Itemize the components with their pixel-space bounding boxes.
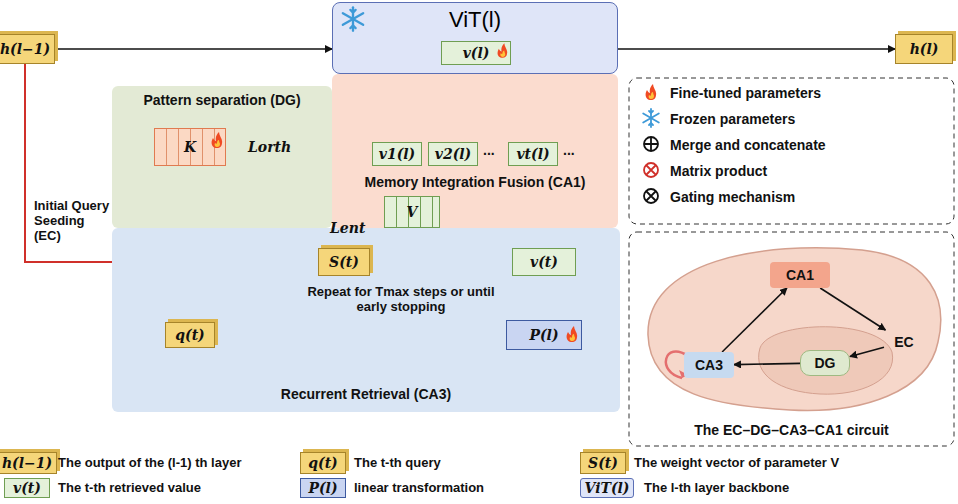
- query-cube: q(t): [165, 322, 215, 348]
- legend-text: The t-th retrieved value: [58, 480, 201, 495]
- region-panel: Recurrent Retrieval (CA3) S(t) v(t) P(l) q(t…: [112, 228, 620, 412]
- circuit-frame: [629, 232, 954, 446]
- node-label: v(l): [463, 45, 490, 61]
- ellipsis: ...: [483, 142, 495, 158]
- region-tag: CA1: [770, 262, 830, 288]
- legend-text: The t-th query: [354, 455, 441, 470]
- legend-sample: h(l−1): [0, 452, 57, 474]
- node-label: ViT(l): [449, 7, 501, 33]
- key-matrix: K: [154, 128, 226, 166]
- value-box: v2(l): [428, 142, 478, 166]
- node-label: v(t): [13, 480, 41, 496]
- snowflake-icon: [643, 109, 659, 127]
- legend-text: Merge and concatenate: [670, 137, 826, 153]
- node-label: S(t): [588, 455, 618, 471]
- node-label: h(l−1): [0, 41, 50, 57]
- region-tag: DG: [800, 350, 850, 376]
- projection-box: P(l): [506, 320, 582, 350]
- value-matrix: V: [384, 196, 440, 228]
- node-label: P(l): [529, 327, 558, 343]
- legend-frame: [629, 78, 954, 224]
- connector: [55, 48, 332, 50]
- circuit-caption: The EC–DG–CA3–CA1 circuit: [629, 422, 954, 438]
- node-label: q(t): [308, 455, 338, 471]
- legend-sample: ViT(l): [580, 478, 635, 498]
- loop-note: Repeat for Tmax steps or until early sto…: [296, 284, 506, 314]
- value-box: v(t): [512, 248, 576, 276]
- node-label: V: [407, 204, 418, 220]
- node-label: CA3: [695, 357, 723, 373]
- dentate-region: [759, 327, 893, 394]
- legend-text: linear transformation: [354, 480, 484, 495]
- region-panel: Pattern separation (DG) K: [112, 86, 332, 228]
- region-tag: EC: [884, 330, 924, 354]
- node-label: S(t): [329, 254, 359, 270]
- node-label: K: [184, 139, 196, 155]
- legend-sample: P(l): [300, 478, 346, 498]
- legend-sample: v(t): [4, 478, 50, 498]
- node-label: q(t): [175, 327, 205, 343]
- ellipsis: ...: [563, 142, 575, 158]
- legend-text: Frozen parameters: [670, 111, 795, 127]
- legend-text: Fine-tuned parameters: [670, 85, 821, 101]
- side-note: Initial Query Seeding (EC): [34, 198, 110, 243]
- matrix-icon: [644, 163, 658, 177]
- connector: [734, 363, 800, 364]
- connector: [618, 48, 895, 50]
- gating-icon: [644, 189, 658, 203]
- flame-icon: [646, 84, 657, 100]
- node-label: v(t): [530, 254, 558, 270]
- legend-text: Gating mechanism: [670, 189, 795, 205]
- connector: [820, 288, 885, 330]
- legend-sample: q(t): [300, 452, 346, 474]
- value-box: vt(l): [508, 142, 558, 166]
- merge-icon: [644, 137, 658, 151]
- legend-text: The weight vector of parameter V: [634, 455, 839, 470]
- value-box: v(l): [441, 41, 511, 65]
- node-label: EC: [894, 334, 913, 350]
- node-label: h(l): [910, 41, 939, 57]
- connector: [850, 347, 884, 356]
- node-label: h(l−1): [2, 455, 52, 471]
- node-label: ViT(l): [585, 480, 630, 496]
- output-cube: h(l): [895, 34, 953, 64]
- value-box: v1(l): [372, 142, 422, 166]
- legend-text: The output of the (l-1) th layer: [58, 455, 241, 470]
- node-label: v1(l): [379, 146, 415, 162]
- region-title: Recurrent Retrieval (CA3): [112, 386, 620, 402]
- region-title: Pattern separation (DG): [112, 92, 332, 108]
- hippocampus-outline: [648, 248, 941, 411]
- node-label: P(l): [308, 480, 337, 496]
- region-tag: CA3: [684, 352, 734, 378]
- legend-sample: S(t): [580, 452, 626, 474]
- backbone-box: ViT(l) v(l): [332, 2, 618, 74]
- legend-text: Matrix product: [670, 163, 767, 179]
- node-label: DG: [815, 355, 836, 371]
- loss-label: Lorth: [248, 139, 291, 155]
- region-panel: Memory Integration Fusion (CA1) v1(l) v2(l…: [332, 74, 618, 228]
- loss-label: Lent: [330, 220, 365, 236]
- region-title: Memory Integration Fusion (CA1): [332, 174, 618, 190]
- node-label: CA1: [786, 267, 814, 283]
- weight-cube: S(t): [318, 248, 370, 276]
- node-label: vt(l): [516, 146, 549, 162]
- connector: [722, 288, 787, 352]
- node-label: v2(l): [435, 146, 471, 162]
- legend-text: The l-th layer backbone: [644, 480, 789, 495]
- output-cube: h(l−1): [0, 34, 55, 64]
